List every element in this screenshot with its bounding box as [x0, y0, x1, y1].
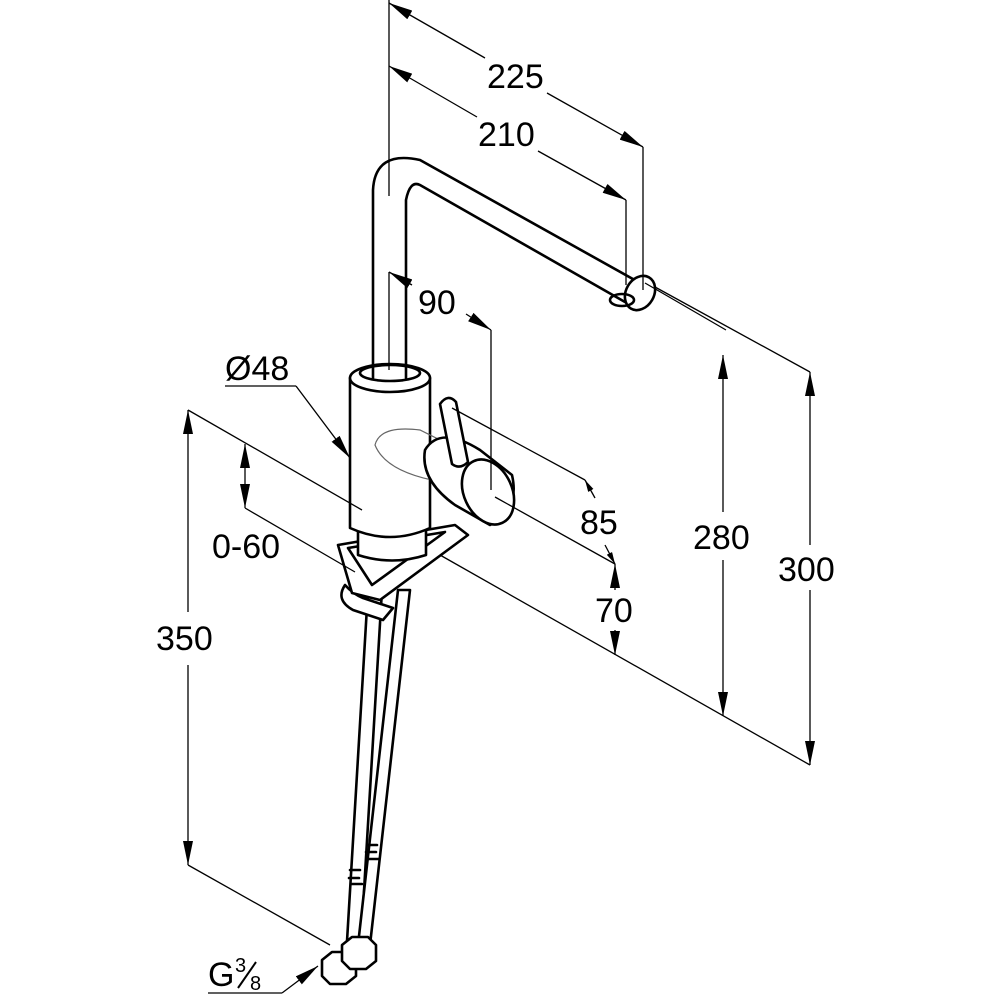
hose-nut-back	[340, 935, 378, 971]
dim-body-to-handle: 90	[418, 284, 456, 322]
dim-deck-thickness: 0-60	[212, 528, 280, 566]
thread-numerator: 3	[235, 955, 246, 977]
dim-hose-length: 350	[156, 620, 213, 658]
spout-inner	[404, 182, 627, 380]
body-cylinder	[348, 376, 432, 539]
dim-connection-thread: G 3 8	[208, 955, 261, 995]
thread-denominator: 8	[250, 973, 261, 995]
lever	[438, 396, 470, 468]
dim-body-diameter: Ø48	[225, 350, 289, 388]
dim-spout-reach-inner: 210	[478, 116, 535, 154]
dim-spout-height-inner: 280	[693, 519, 750, 557]
dim-handle-height: 85	[580, 504, 618, 542]
dimension-lines	[183, 0, 815, 994]
spout-outer	[371, 156, 642, 380]
faucet	[320, 156, 657, 986]
dimension-labels: 225 210 90 Ø48 0-60 350 85 70 280 300 G …	[156, 58, 835, 995]
dim-spout-reach-outer: 225	[487, 58, 544, 96]
thread-prefix: G	[208, 956, 234, 994]
dim-spout-height-outer: 300	[778, 551, 835, 589]
dim-base-height: 70	[595, 592, 633, 630]
supply-hoses	[320, 588, 412, 986]
